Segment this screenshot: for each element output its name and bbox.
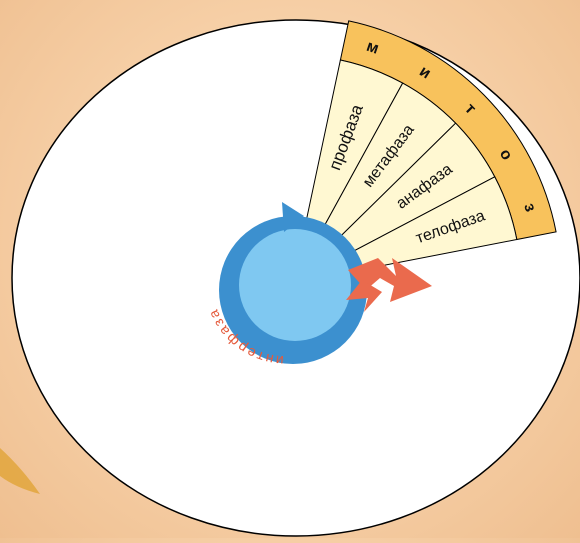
division-split-arrows-icon bbox=[346, 258, 432, 312]
interphase-cycle-arrow-icon bbox=[282, 202, 304, 232]
mitosis-letter: м bbox=[364, 38, 381, 58]
cell-core bbox=[239, 229, 351, 341]
corner-leaf-decoration-icon bbox=[0, 448, 40, 494]
